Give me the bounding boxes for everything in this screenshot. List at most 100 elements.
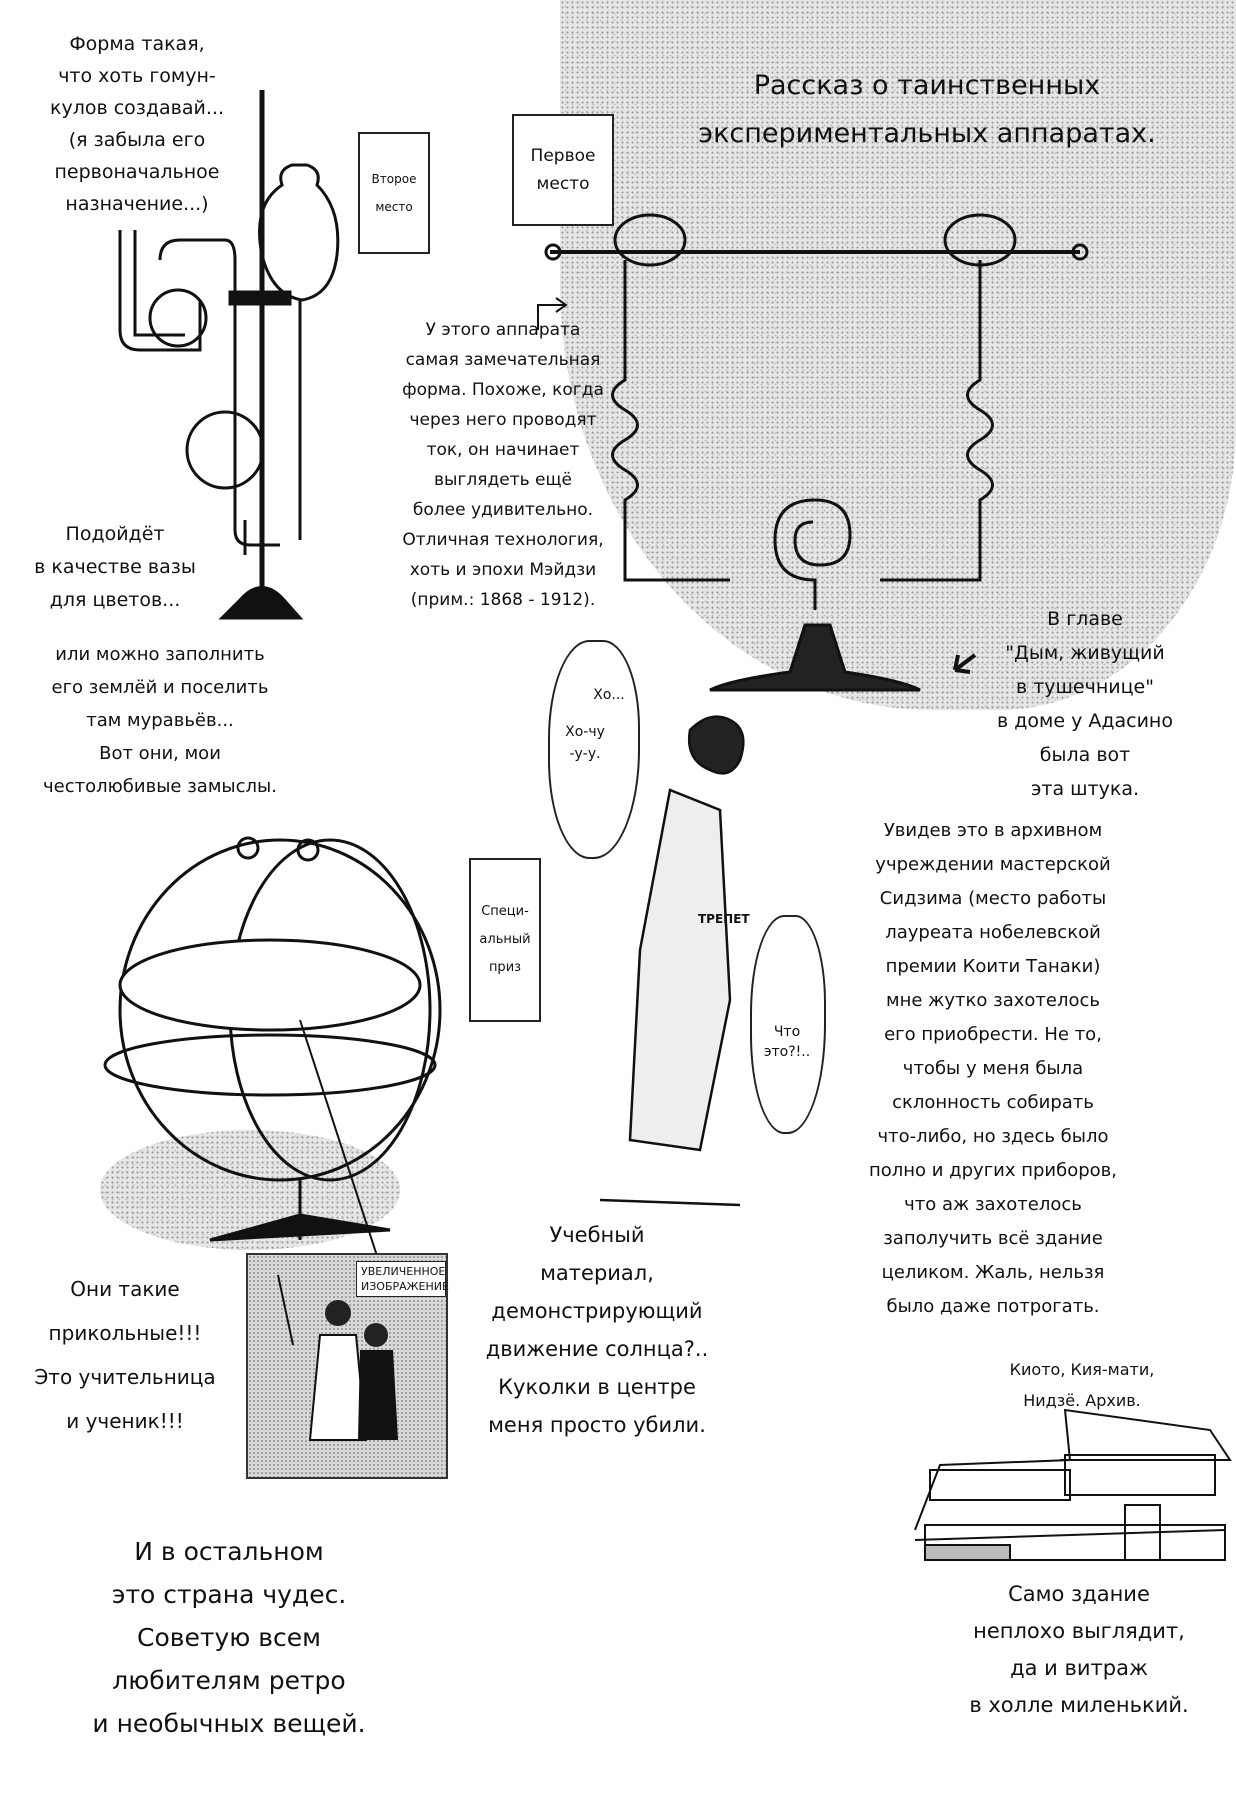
text-line: да и витраж <box>1010 1656 1148 1680</box>
text-line: У этого аппарата <box>425 320 581 340</box>
note-location: Киото, Кия-мати, Нидзё. Архив. <box>1010 1354 1155 1416</box>
coil-apparatus-drawing <box>544 213 1089 692</box>
text-line: "Дым, живущий <box>1005 642 1165 664</box>
text-line: и необычных вещей. <box>92 1709 366 1738</box>
text-line: или можно заполнить <box>55 644 265 665</box>
text-line: через него проводят <box>409 410 597 430</box>
text-line: его землёй и поселить <box>51 677 269 698</box>
note-building: Само здание неплохо выглядит, да и витраж в… <box>969 1576 1188 1724</box>
text-line: учреждении мастерской <box>875 854 1111 875</box>
sfx-tremble: ТРЕПЕТ <box>698 912 750 926</box>
arrow-icon <box>537 297 568 330</box>
text-line: для цветов... <box>49 589 181 611</box>
text-line: чтобы у меня была <box>902 1058 1084 1079</box>
note-dolls: Они такие прикольные!!! Это учительница и у… <box>34 1267 215 1443</box>
text-line: целиком. Жаль, нельзя <box>881 1262 1105 1283</box>
text-line: склонность собирать <box>892 1092 1094 1113</box>
text-line: и ученик!!! <box>66 1409 184 1433</box>
archive-building-drawing <box>914 1408 1232 1561</box>
text-line: полно и других приборов, <box>868 1160 1118 1181</box>
text-line: ток, он начинает <box>426 440 580 460</box>
text-line: экспериментальных аппаратах. <box>698 118 1156 149</box>
text-line: это страна чудес. <box>111 1580 347 1609</box>
text-line: хоть и эпохи Мэйдзи <box>409 560 597 580</box>
text-line: была вот <box>1039 744 1131 766</box>
text-line: В главе <box>1047 608 1123 630</box>
text-line: неплохо выглядит, <box>973 1619 1185 1643</box>
text-line: материал, <box>540 1261 654 1285</box>
note-apparatus: У этого аппарата самая замечательная форма… <box>402 315 604 615</box>
note-homunculus: Форма такая, что хоть гомун-кулов создава… <box>50 28 224 220</box>
note-vase: Подойдёт в качестве вазы для цветов... <box>34 518 196 617</box>
text-line: более удивительно. <box>412 500 594 520</box>
text-line: его приобрести. Не то, <box>884 1024 1102 1045</box>
text-line: в тушечнице" <box>1016 676 1154 698</box>
text-line: движение солнца?.. <box>485 1337 709 1361</box>
text-line: что аж захотелось <box>904 1194 1082 1215</box>
text-line: Вот они, мои <box>99 743 221 764</box>
text-line: в качестве вазы <box>34 556 196 578</box>
speech-text-want-1: Хо... <box>593 687 625 703</box>
text-line: выглядеть ещё <box>434 470 572 490</box>
speech-text-what: Что это?!.. <box>763 1024 811 1060</box>
text-line: в холле миленький. <box>969 1693 1189 1717</box>
text-line: Сидзима (место работы <box>879 888 1107 909</box>
zoom-label-tag: УВЕЛИЧЕННОЕ ИЗОБРАЖЕНИЕ <box>356 1261 449 1297</box>
speech-text-want-2: Хо-чу-у-у. <box>565 724 605 762</box>
text-line: (прим.: 1868 - 1912). <box>410 590 596 610</box>
second-place-label: Второе место <box>371 172 417 214</box>
text-line: заполучить всё здание <box>883 1228 1103 1249</box>
text-line: кулов создавай... <box>50 97 224 119</box>
text-line: меня просто убили. <box>488 1413 706 1437</box>
text-line: Само здание <box>1008 1582 1150 1606</box>
text-line: Отличная технология, <box>402 530 604 550</box>
text-line: Подойдёт <box>65 523 165 545</box>
text-line: назначение...) <box>65 193 209 215</box>
text-line: форма. Похоже, когда <box>402 380 604 400</box>
glass-apparatus-drawing <box>118 90 340 620</box>
text-line: премии Коити Танаки) <box>885 956 1101 977</box>
text-line: И в остальном <box>134 1537 324 1566</box>
text-line: Киото, Кия-мати, <box>1009 1360 1155 1379</box>
first-place-label: Первое место <box>530 146 596 194</box>
text-line: было даже потрогать. <box>886 1296 1100 1317</box>
teacher-student-drawing <box>277 1274 398 1441</box>
text-line: любителям ретро <box>112 1666 346 1695</box>
text-line: что хоть гомун- <box>58 65 216 87</box>
text-line: что-либо, но здесь было <box>877 1126 1109 1147</box>
text-line: Это учительница <box>34 1365 216 1389</box>
note-wonderland: И в остальном это страна чудес. Советую вс… <box>92 1530 365 1745</box>
text-line: Они такие <box>70 1277 180 1301</box>
speech-bubble-want: Хо... Хо-чу-у-у. <box>548 640 640 859</box>
special-prize-label: Специ-альный приз <box>479 904 531 975</box>
text-line: первоначальное <box>54 161 220 183</box>
text-line: Форма такая, <box>69 33 205 55</box>
text-line: прикольные!!! <box>48 1321 202 1345</box>
zoomed-dolls-panel: УВЕЛИЧЕННОЕ ИЗОБРАЖЕНИЕ <box>246 1253 449 1479</box>
text-line: там муравьёв... <box>86 710 234 731</box>
text-line: (я забыла его <box>68 129 206 151</box>
text-line: Куколки в центре <box>498 1375 696 1399</box>
second-place-sign: Второе место <box>358 132 430 254</box>
boy-figure-drawing <box>599 715 745 1207</box>
text-line: Советую всем <box>137 1623 321 1652</box>
note-archive: Увидев это в архивном учреждении мастерск… <box>869 814 1117 1324</box>
first-place-sign: Первое место <box>512 114 614 226</box>
note-chapter: В главе "Дым, живущий в тушечнице" в доме у… <box>997 602 1173 806</box>
text-line: самая замечательная <box>405 350 601 370</box>
text-line: Учебный <box>549 1223 645 1247</box>
note-ants: или можно заполнить его землёй и поселить… <box>43 638 277 803</box>
text-line: Нидзё. Архив. <box>1023 1391 1141 1410</box>
page-title: Рассказ о таинственных экспериментальных … <box>698 62 1155 158</box>
text-line: мне жутко захотелось <box>886 990 1100 1011</box>
text-line: эта штука. <box>1030 778 1140 800</box>
text-line: Рассказ о таинственных <box>753 70 1101 101</box>
text-line: Увидев это в архивном <box>883 820 1103 841</box>
speech-bubble-what: Что это?!.. <box>750 915 826 1134</box>
text-line: в доме у Адасино <box>997 710 1173 732</box>
text-line: честолюбивые замыслы. <box>43 776 277 797</box>
text-line: лауреата нобелевской <box>885 922 1101 943</box>
text-line: демонстрирующий <box>491 1299 703 1323</box>
note-sun: Учебный материал, демонстрирующий движение … <box>486 1216 709 1444</box>
